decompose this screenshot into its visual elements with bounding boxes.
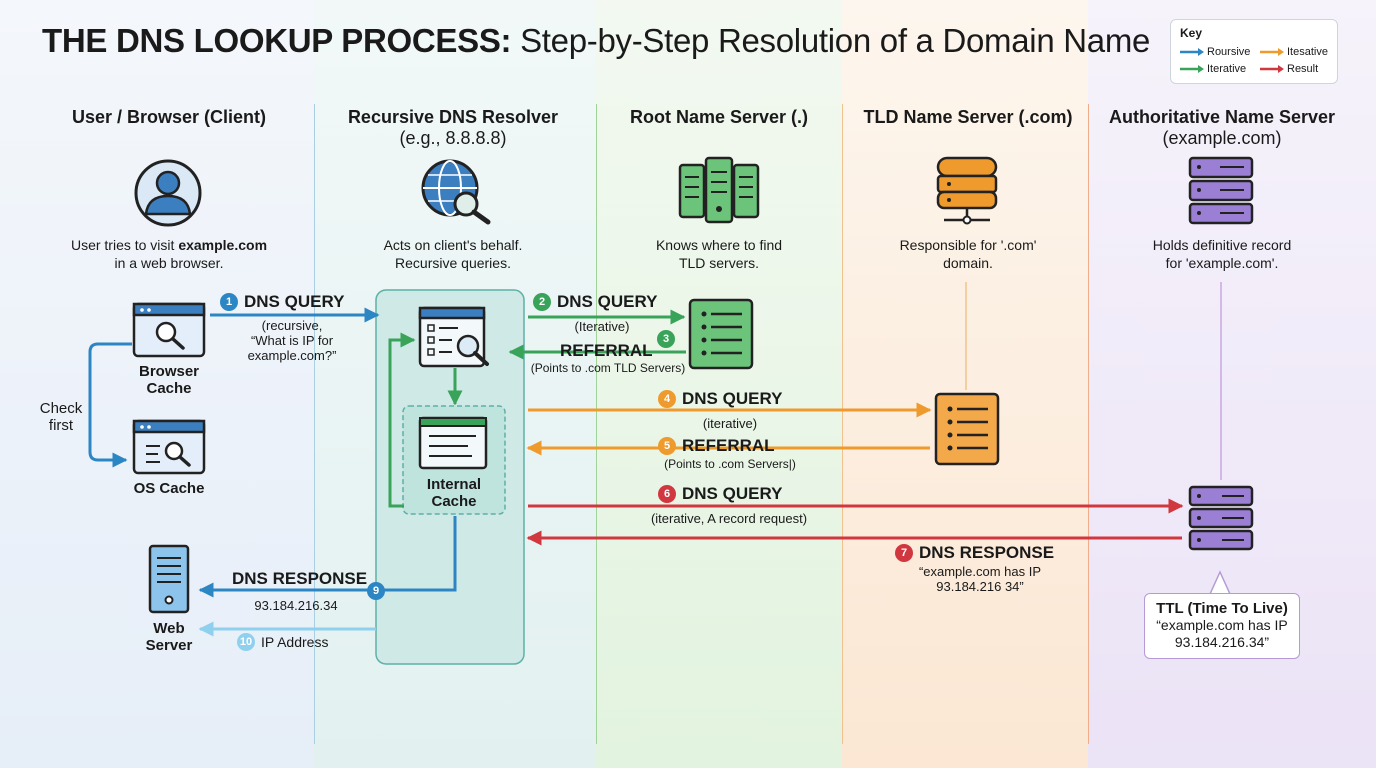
page-title: THE DNS LOOKUP PROCESS: Step-by-Step Res…	[42, 22, 1151, 59]
server-rack-icon	[678, 156, 760, 224]
step3-badge-wrap: 3	[657, 330, 675, 348]
legend-title: Key	[1180, 26, 1203, 40]
client-column	[0, 0, 314, 768]
check-first-arrow	[88, 342, 132, 468]
os-cache-icon	[132, 419, 206, 475]
step-badge: 7	[895, 544, 913, 562]
auth-server-icon	[1188, 485, 1254, 551]
tld-list-icon	[934, 392, 1000, 466]
step-badge: 1	[220, 293, 238, 311]
globe-search-icon	[421, 159, 491, 225]
legend-key: Key Roursive Itesative Iterative Result	[1170, 19, 1338, 84]
step5-note: (Points to .com Servers|)	[664, 457, 796, 471]
step3-note: (Points to .com TLD Servers)	[530, 361, 686, 375]
tld-header: TLD Name Server (.com)	[863, 107, 1073, 127]
step-badge: 2	[533, 293, 551, 311]
step6-note: (iterative, A record request)	[650, 511, 808, 526]
legend-item-recursive: Roursive	[1180, 46, 1250, 58]
step9-note: 93.184.216.34	[254, 598, 338, 613]
step2-note: (Iterative)	[574, 319, 630, 334]
column-divider	[596, 104, 597, 744]
column-divider	[842, 104, 843, 744]
tld-column	[842, 0, 1088, 768]
root-column	[596, 0, 842, 768]
os-cache-label: OS Cache	[133, 480, 205, 497]
cache-loop-arrow	[388, 332, 416, 508]
resolver-header: Recursive DNS Resolver(e.g., 8.8.8.8)	[347, 107, 559, 148]
legend-item-iterative: Iterative	[1180, 63, 1246, 75]
legend-item-result: Result	[1260, 63, 1318, 75]
column-divider	[314, 104, 315, 744]
client-header: User / Browser (Client)	[71, 107, 267, 127]
step9-arrow	[198, 516, 457, 598]
resolver-description: Acts on client's behalf.Recursive querie…	[383, 237, 523, 271]
step3-label: REFERRAL	[560, 341, 653, 360]
list-document-icon	[688, 298, 754, 370]
ttl-pointer	[1209, 570, 1231, 595]
arrow-icon	[1180, 48, 1204, 57]
column-divider	[1088, 104, 1089, 744]
step4-note: (iterative)	[702, 416, 758, 431]
resolver-search-icon	[418, 306, 489, 368]
arrow-icon	[1180, 65, 1204, 74]
step9-label: DNS RESPONSE	[232, 569, 368, 588]
root-header: Root Name Server (.)	[629, 107, 809, 127]
step-badge: 5	[658, 437, 676, 455]
internal-cache-icon	[418, 416, 488, 470]
arrow-icon	[1260, 65, 1284, 74]
legend-item-itesative: Itesative	[1260, 46, 1328, 58]
ttl-callout: TTL (Time To Live) “example.com has IP 9…	[1144, 593, 1300, 659]
server-stack-icon	[1188, 156, 1254, 225]
user-icon	[134, 159, 202, 227]
browser-search-icon	[132, 302, 206, 358]
tld-description: Responsible for '.com'domain.	[899, 237, 1037, 271]
auth-header: Authoritative Name Server(example.com)	[1108, 107, 1336, 148]
arrow-icon	[1260, 48, 1284, 57]
step-badge: 3	[657, 330, 675, 348]
step-badge: 9	[367, 582, 385, 600]
web-server-icon	[148, 544, 190, 614]
step-badge: 6	[658, 485, 676, 503]
step-badge: 10	[237, 633, 255, 651]
step-badge: 4	[658, 390, 676, 408]
step9-badge-wrap: 9	[367, 582, 385, 600]
database-icon	[936, 156, 998, 225]
